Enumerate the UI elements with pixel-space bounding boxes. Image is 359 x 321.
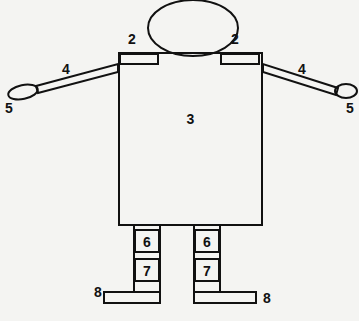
callout-number: 4 [62, 62, 70, 76]
leg-segment: 7 [134, 258, 160, 282]
callout-number: 8 [94, 285, 102, 299]
callout-number: 5 [346, 101, 354, 115]
shoulder [221, 54, 259, 64]
leg-segment: 7 [194, 258, 220, 282]
leg-segment: 6 [134, 229, 160, 253]
shoulder [120, 54, 158, 64]
head-outline [148, 0, 238, 56]
foot [194, 292, 256, 303]
callout-number: 2 [128, 32, 136, 46]
callout-number: 4 [298, 62, 306, 76]
hand [7, 82, 39, 102]
callout-number: 5 [5, 101, 13, 115]
hand [335, 84, 357, 98]
leg [134, 225, 160, 292]
leg [194, 225, 220, 292]
part-number: 7 [203, 264, 211, 280]
callout-number: 2 [231, 32, 239, 46]
foot [104, 292, 160, 303]
part-number: 6 [143, 235, 151, 251]
part-number: 6 [203, 235, 211, 251]
part-number: 7 [143, 264, 151, 280]
callout-number: 8 [263, 291, 271, 305]
arm [36, 64, 118, 93]
body-box: 3 [118, 52, 263, 226]
part-number: 3 [187, 112, 195, 224]
leg-segment: 6 [194, 229, 220, 253]
